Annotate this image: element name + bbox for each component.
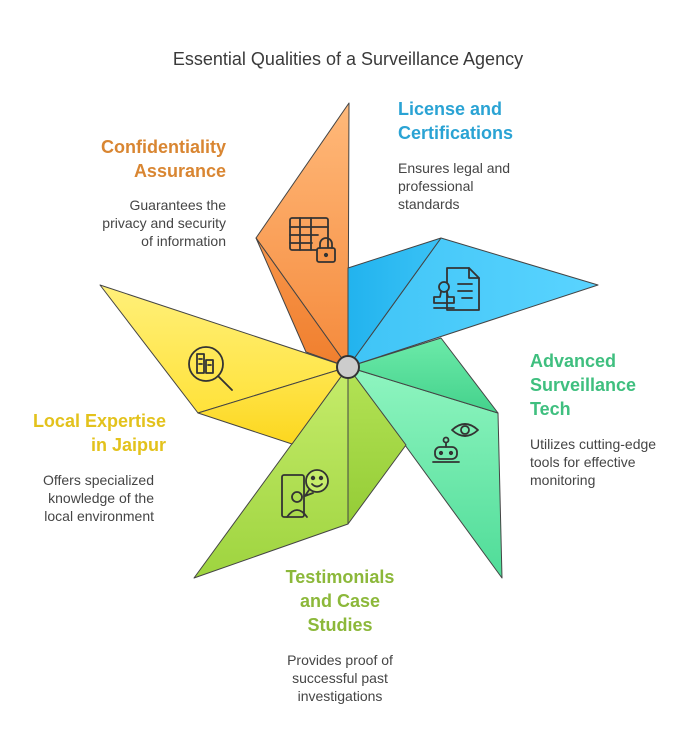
blade-testimonials-shade (347, 366, 407, 525)
blade-advanced-tech-shade (347, 337, 499, 414)
heading-license: License and Certifications (398, 99, 514, 143)
desc-local-expertise: Offers specialized knowledge of the loca… (42, 472, 154, 524)
heading-advanced-tech: Advanced Surveillance Tech (530, 351, 637, 419)
heading-confidentiality: Confidentiality Assurance (101, 137, 226, 181)
diagram-title: Essential Qualities of a Surveillance Ag… (172, 49, 524, 69)
heading-local-expertise: Local Expertise in Jaipur (32, 411, 166, 455)
city-search-icon (188, 346, 233, 391)
spreadsheet-lock-icon (289, 217, 336, 263)
testimonial-speaker-icon (281, 469, 329, 518)
blade-local-expertise-shade (197, 366, 349, 445)
desc-license: Ensures legal and professional standards (398, 160, 511, 212)
blade-confidentiality-shade (255, 237, 349, 368)
heading-testimonials: Testimonials and Case Studies (285, 567, 395, 635)
certificate-stamp-icon (433, 267, 480, 311)
desc-advanced-tech: Utilizes cutting-edge tools for effectiv… (530, 436, 657, 488)
desc-confidentiality: Guarantees the privacy and security of i… (102, 197, 226, 249)
desc-testimonials: Provides proof of successful past invest… (287, 652, 393, 704)
eye-robot-icon (432, 423, 479, 463)
center-hub (336, 355, 360, 379)
blade-license-shade (347, 237, 442, 368)
